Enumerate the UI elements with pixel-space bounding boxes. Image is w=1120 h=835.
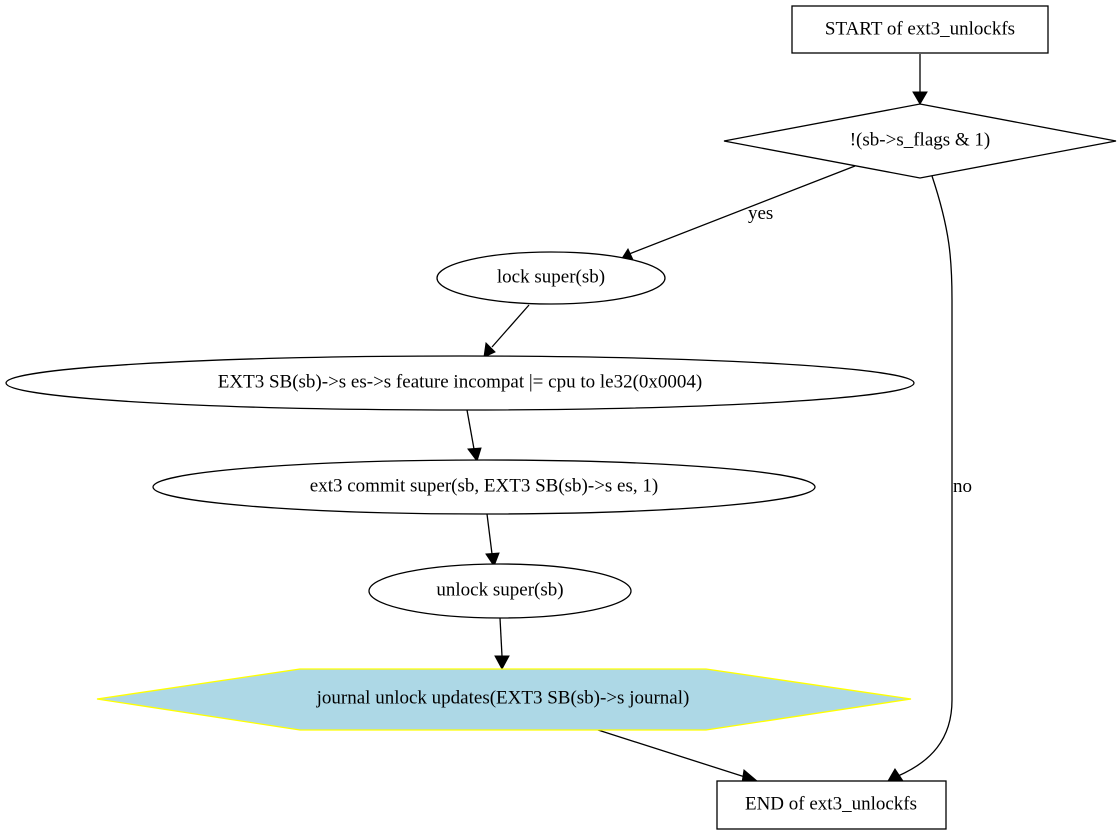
edge-yes bbox=[623, 165, 856, 257]
edge-label-yes: yes bbox=[748, 203, 773, 224]
node-start: START of ext3_unlockfs bbox=[791, 5, 1049, 54]
edge-no bbox=[897, 175, 953, 777]
commit-super-ellipse bbox=[152, 459, 816, 515]
start-box bbox=[791, 5, 1049, 54]
unlock-super-label: unlock super(sb) bbox=[436, 579, 563, 600]
node-commit-super: ext3 commit super(sb, EXT3 SB(sb)->s es,… bbox=[152, 459, 816, 515]
condition-diamond bbox=[723, 103, 1117, 179]
lock-super-ellipse bbox=[436, 251, 666, 305]
arrowhead bbox=[494, 655, 510, 671]
edge-label-no: no bbox=[953, 476, 972, 497]
node-feature-incompat: EXT3 SB(sb)->s es->s feature incompat |=… bbox=[5, 355, 915, 411]
start-label: START of ext3_unlockfs bbox=[825, 18, 1015, 39]
journal-unlock-label: journal unlock updates(EXT3 SB(sb)->s jo… bbox=[316, 687, 690, 708]
edge-journal-to-end bbox=[597, 729, 746, 778]
node-unlock-super: unlock super(sb) bbox=[368, 563, 632, 619]
edge-unlock-to-journal bbox=[499, 617, 503, 657]
node-condition: !(sb->s_flags & 1) bbox=[723, 103, 1117, 179]
arrowhead bbox=[912, 91, 928, 105]
unlock-super-ellipse bbox=[368, 563, 632, 619]
edge-lock-to-feature bbox=[491, 304, 530, 348]
edges: yes no bbox=[466, 54, 972, 784]
edge-commit-to-unlock bbox=[486, 513, 493, 555]
lock-super-label: lock super(sb) bbox=[497, 266, 605, 287]
node-end: END of ext3_unlockfs bbox=[716, 780, 947, 830]
end-box bbox=[716, 780, 947, 830]
feature-incompat-ellipse bbox=[5, 355, 915, 411]
arrowhead bbox=[485, 552, 500, 568]
arrowhead bbox=[483, 341, 496, 358]
commit-super-label: ext3 commit super(sb, EXT3 SB(sb)->s es,… bbox=[310, 475, 658, 496]
journal-unlock-hexagon bbox=[96, 668, 912, 731]
node-journal-unlock: journal unlock updates(EXT3 SB(sb)->s jo… bbox=[96, 668, 912, 731]
arrowhead bbox=[467, 447, 482, 463]
edge-feature-to-commit bbox=[466, 409, 475, 450]
feature-incompat-label: EXT3 SB(sb)->s es->s feature incompat |=… bbox=[218, 371, 702, 392]
condition-label: !(sb->s_flags & 1) bbox=[850, 129, 991, 150]
end-label: END of ext3_unlockfs bbox=[745, 793, 917, 814]
node-lock-super: lock super(sb) bbox=[436, 251, 666, 305]
